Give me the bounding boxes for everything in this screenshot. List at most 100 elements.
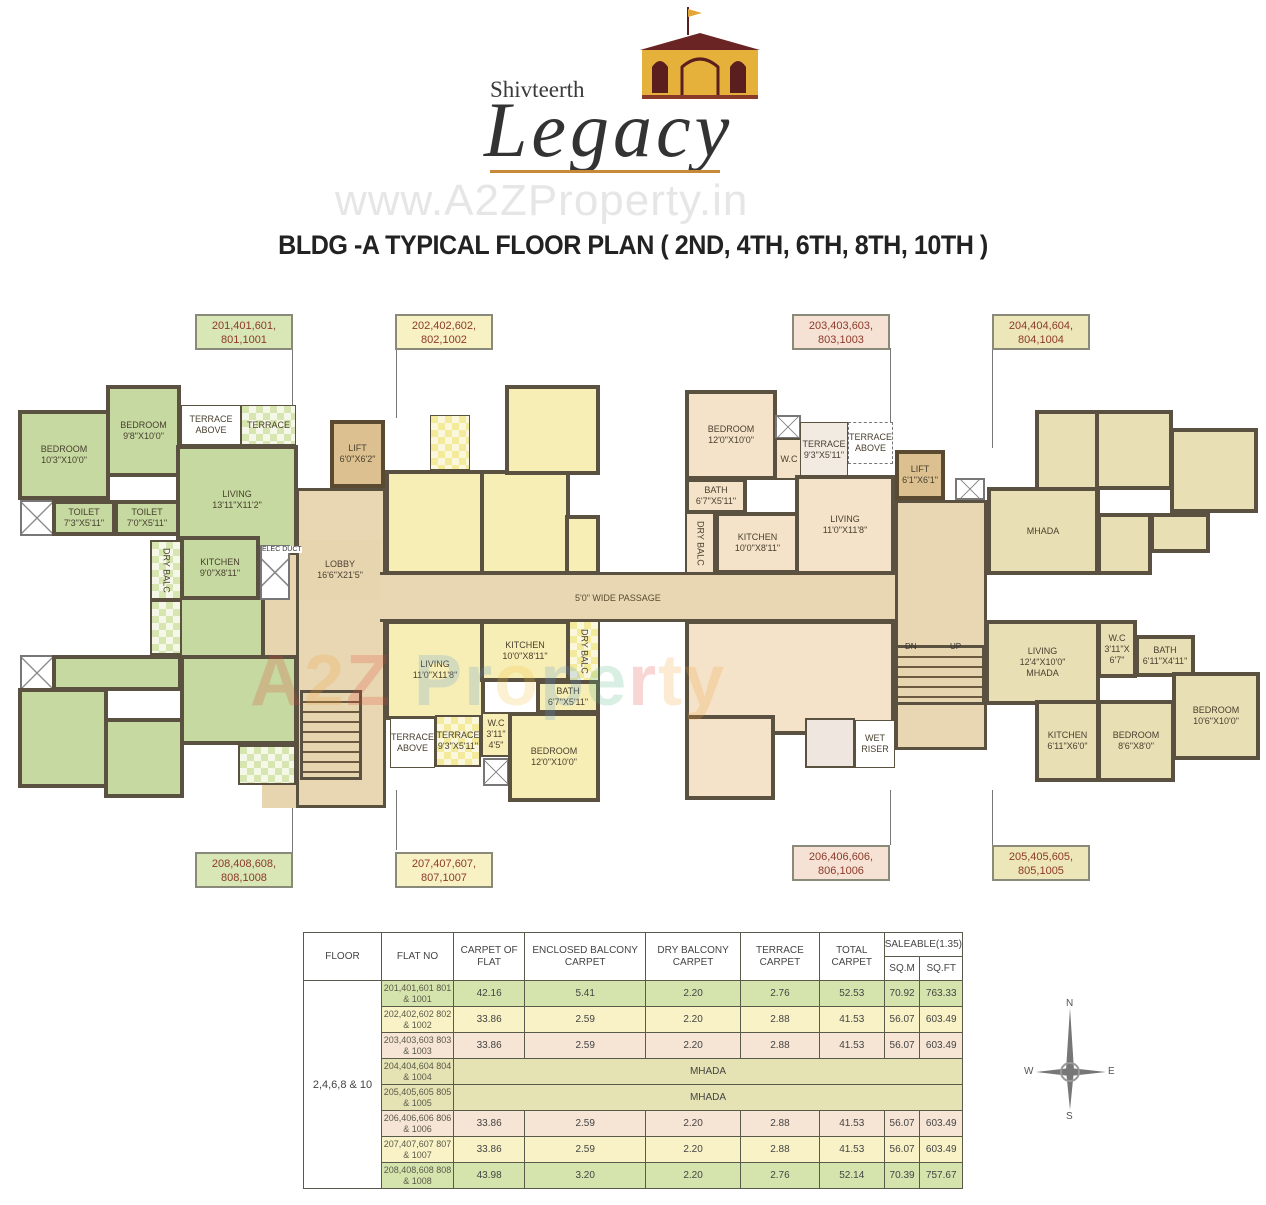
flat6-terrace xyxy=(805,718,855,768)
table-row: 202,402,602 802 & 1002 33.86 2.59 2.20 2… xyxy=(304,1006,963,1033)
flat4-bedroom-1 xyxy=(1095,410,1173,490)
header-dry-balcony: DRY BALCONY CARPET xyxy=(645,932,742,981)
watermark: www.A2ZProperty.in xyxy=(335,176,749,225)
leader-line xyxy=(396,348,397,418)
flat4-living: MHADA xyxy=(987,487,1099,575)
flat-label-205: 205,405,605, 805,1005 xyxy=(992,845,1090,881)
duct-icon xyxy=(20,655,54,691)
flat-label-202: 202,402,602, 802,1002 xyxy=(395,314,493,350)
passage-label: 5'0" WIDE PASSAGE xyxy=(575,593,661,603)
table-row: 205,405,605 805 & 1005 MHADA xyxy=(304,1084,963,1111)
leader-line xyxy=(292,790,293,852)
leader-line xyxy=(992,348,993,448)
table-row: 207,407,607 807 & 1007 33.86 2.59 2.20 2… xyxy=(304,1136,963,1163)
flat-label-206: 206,406,606, 806,1006 xyxy=(792,845,890,881)
leader-line xyxy=(890,790,891,845)
header-saleable: SALEABLE(1.35) xyxy=(883,932,964,957)
flat2-bedroom xyxy=(505,385,600,475)
stairs-dn-label: DN xyxy=(905,642,917,651)
passage xyxy=(380,572,900,622)
table-row: 208,408,608 808 & 1008 43.98 3.20 2.20 2… xyxy=(304,1162,963,1189)
leader-line xyxy=(992,790,993,845)
elec-duct xyxy=(260,545,290,600)
compass-n: N xyxy=(1066,998,1074,1009)
header-sqm: SQ.M xyxy=(883,956,921,981)
leader-line xyxy=(396,790,397,850)
elec-duct-label: ELEC DUCT xyxy=(262,546,302,553)
flat8-bedroom-2 xyxy=(104,718,184,798)
flat2-kitchen xyxy=(480,470,570,575)
flat2-dry-balcony xyxy=(565,515,600,575)
logo: Shivteerth Legacy xyxy=(480,5,780,185)
flat-label-208: 208,408,608, 808,1008 xyxy=(195,852,293,888)
flat8-terrace xyxy=(238,745,296,785)
flat7-terrace-above: TERRACE ABOVE xyxy=(390,718,435,768)
leader-line xyxy=(890,348,891,448)
flat8-living xyxy=(180,655,298,745)
compass-rose-icon xyxy=(1036,1008,1106,1110)
staircase-right xyxy=(895,645,985,705)
area-table: FLOOR FLAT NO CARPET OF FLAT ENCLOSED BA… xyxy=(303,932,964,1189)
flat1-terrace: TERRACE xyxy=(241,405,296,445)
header-carpet: CARPET OF FLAT xyxy=(452,932,526,981)
flat-label-207: 207,407,607, 807,1007 xyxy=(395,852,493,888)
duct-icon xyxy=(955,478,985,500)
logo-underline xyxy=(490,170,720,173)
flat-label-203: 203,403,603, 803,1003 xyxy=(792,314,890,350)
flat1-terrace-above: TERRACE ABOVE xyxy=(181,405,241,445)
temple-icon xyxy=(640,7,760,99)
flat4-bath xyxy=(1150,513,1210,553)
compass: N S E W xyxy=(1022,998,1118,1124)
table-row: 203,403,603 803 & 1003 33.86 2.59 2.20 2… xyxy=(304,1032,963,1059)
stairs-up-label: UP xyxy=(950,642,962,651)
flat8-bedroom-1 xyxy=(18,688,108,788)
flat3-wc: W.C xyxy=(775,438,803,480)
compass-e: E xyxy=(1108,1066,1115,1077)
header-floor: FLOOR xyxy=(303,932,382,981)
compass-w: W xyxy=(1024,1066,1034,1077)
header-flat-no: FLAT NO xyxy=(381,932,454,981)
flat-label-201: 201,401,601, 801,1001 xyxy=(195,314,293,350)
flat8-dry-balcony xyxy=(150,600,182,655)
flat1-dry-balcony: DRY BALC xyxy=(150,540,182,600)
staircase-left xyxy=(300,690,362,780)
flat6-bedroom xyxy=(685,715,775,800)
page-title: BLDG -A TYPICAL FLOOR PLAN ( 2ND, 4TH, 6… xyxy=(278,230,988,260)
table-row: 2,4,6,8 & 10 201,401,601 801 & 1001 42.1… xyxy=(303,980,963,1189)
flat7-dry-balcony: DRY BALC xyxy=(568,620,600,682)
header-sqft: SQ.FT xyxy=(919,956,963,981)
duct-icon xyxy=(483,758,509,786)
duct-icon xyxy=(775,415,801,439)
duct-icon xyxy=(20,500,54,536)
flat-label-204: 204,404,604, 804,1004 xyxy=(992,314,1090,350)
logo-name: Legacy xyxy=(484,86,734,173)
lobby-right xyxy=(895,500,987,750)
compass-s: S xyxy=(1066,1111,1073,1122)
header-total-carpet: TOTAL CARPET xyxy=(818,932,885,981)
flat4-bedroom-2 xyxy=(1170,428,1258,513)
flat3-dry-balcony: DRY BALC xyxy=(685,512,715,574)
flat3-terrace-above: TERRACE ABOVE xyxy=(848,422,893,464)
table-row: 206,406,606 806 & 1006 33.86 2.59 2.20 2… xyxy=(304,1110,963,1137)
flat2-terrace xyxy=(430,415,470,470)
flat6-living xyxy=(685,620,895,735)
floor-cell: 2,4,6,8 & 10 xyxy=(303,980,382,1189)
